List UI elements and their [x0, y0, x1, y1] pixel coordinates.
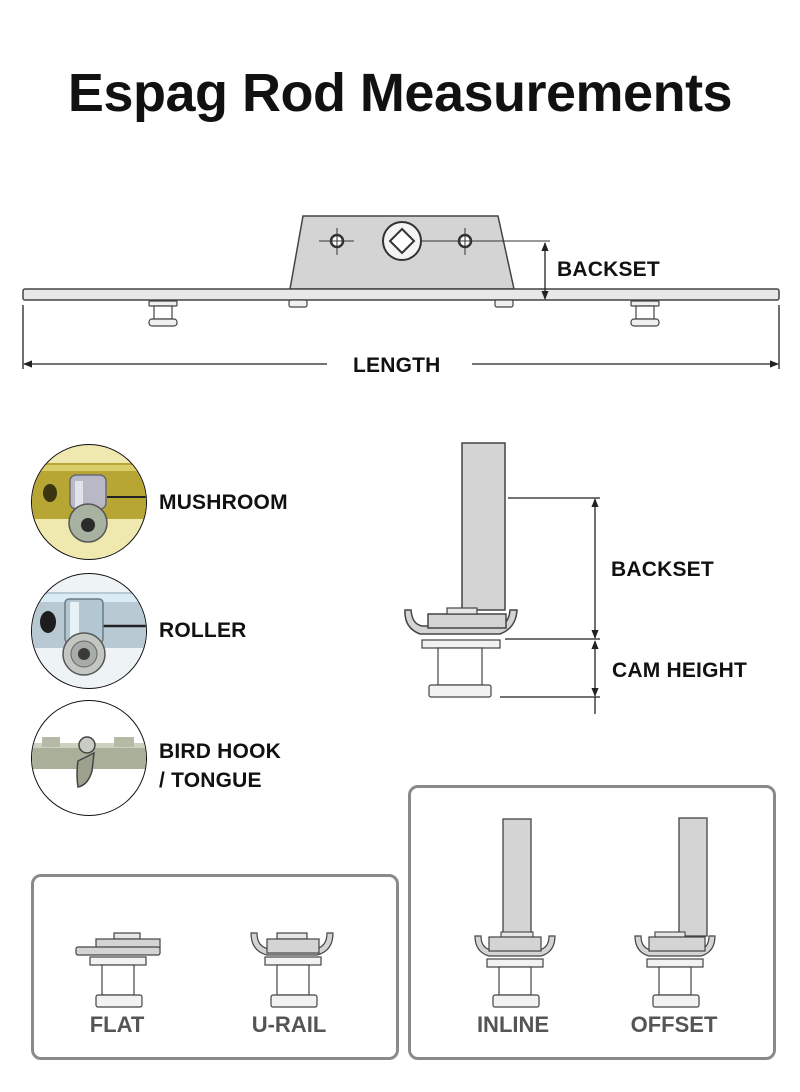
bird-hook-cam-icon — [32, 736, 146, 788]
u-rail-label: U-RAIL — [251, 1012, 327, 1037]
bird-hook-cam-photo — [31, 700, 147, 816]
gearbox-forend — [461, 442, 506, 611]
gearbox-types-panel — [408, 785, 776, 1060]
fixing-hole-left — [319, 228, 354, 255]
rod-cam-right — [630, 300, 660, 327]
mushroom-label: MUSHROOM — [159, 491, 288, 514]
espag-rod-top-view — [22, 215, 780, 369]
bird-hook-label-line1: BIRD HOOK — [159, 740, 281, 763]
side-backset-label: BACKSET — [611, 558, 714, 581]
roller-label: ROLLER — [159, 619, 247, 642]
backset-label: BACKSET — [557, 258, 660, 281]
offset-gearbox-drawing — [634, 817, 716, 1008]
cam-height-label: CAM HEIGHT — [612, 659, 747, 682]
roller-cam-photo — [31, 573, 147, 689]
page-title: Espag Rod Measurements — [67, 63, 733, 123]
rod-bar — [22, 288, 780, 301]
bird-hook-label: BIRD HOOK / TONGUE — [159, 737, 281, 795]
inline-label: INLINE — [476, 1012, 550, 1037]
offset-label: OFFSET — [630, 1012, 718, 1037]
roller-cam-icon — [32, 592, 146, 676]
rail-types-drawings — [75, 932, 334, 1008]
length-label: LENGTH — [353, 354, 441, 377]
rod-cam-left — [148, 300, 178, 327]
rail-types-panel — [31, 874, 399, 1060]
flat-rail-drawing — [75, 932, 161, 1008]
flat-label: FLAT — [89, 1012, 145, 1037]
gearbox-types-drawings — [474, 817, 716, 1008]
mushroom-cam-icon — [32, 463, 146, 543]
inline-gearbox-drawing — [474, 818, 556, 1008]
mushroom-cam-photo — [31, 444, 147, 560]
cam-side-view — [404, 442, 600, 714]
u-rail-drawing — [250, 932, 334, 1008]
bird-hook-label-line2: / TONGUE — [159, 769, 262, 792]
